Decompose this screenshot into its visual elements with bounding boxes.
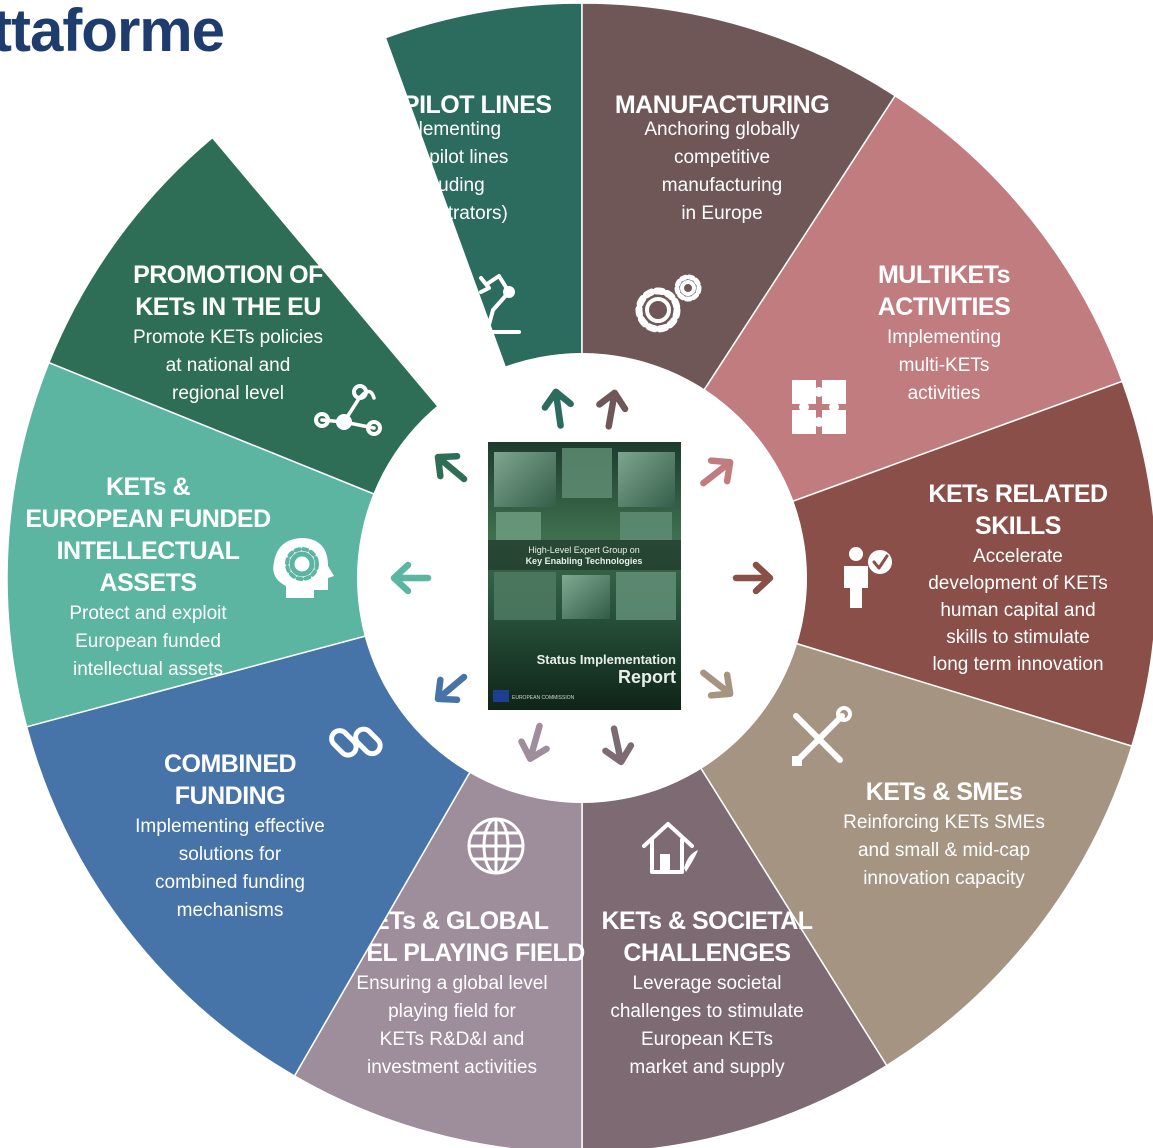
segment-societal-desc: European KETs: [641, 1029, 773, 1050]
arrow-assets-icon: [390, 561, 432, 595]
segment-skills-desc: Accelerate: [973, 546, 1063, 567]
segment-skills: KETs RELATED SKILLS Accelerate development …: [791, 380, 1153, 748]
head-gear-icon: [273, 538, 334, 598]
segment-promotion-title: PROMOTION OF: [133, 261, 323, 289]
segment-assets-title: ASSETS: [99, 569, 196, 597]
segment-promotion: PROMOTION OF KETs IN THE EU Promote KETs p…: [47, 136, 440, 496]
person-check-icon: [844, 547, 892, 608]
tools-icon: [792, 706, 852, 766]
arrow-manufacturing-icon: [596, 389, 629, 430]
arrow-promotion-icon: [434, 452, 468, 483]
segment-pilot-lines-desc: Implementing: [387, 119, 501, 140]
eu-flag-icon: [493, 690, 509, 702]
segment-multikets-desc: multi-KETs: [899, 355, 990, 376]
report-subtitle-line1: High-Level Expert Group on: [528, 545, 640, 555]
segment-manufacturing-desc: competitive: [674, 147, 770, 168]
segment-promotion-title: KETs IN THE EU: [135, 293, 321, 321]
segment-manufacturing-desc: manufacturing: [662, 175, 782, 196]
arrow-funding-icon: [434, 673, 468, 704]
segment-smes-desc: and small & mid-cap: [858, 840, 1030, 861]
segment-multikets-desc: Implementing: [887, 327, 1001, 348]
segment-skills-desc: human capital and: [940, 600, 1095, 621]
gears-icon: [635, 274, 702, 333]
segment-assets-title: KETs &: [106, 473, 190, 501]
report-subtitle-line2: Key Enabling Technologies: [526, 556, 643, 566]
segment-pilot-lines-desc: KETs pilot lines: [380, 147, 509, 168]
report-title-line2: Report: [618, 667, 676, 687]
segment-funding-desc: Implementing effective: [135, 816, 325, 837]
segment-funding: COMBINED FUNDING Implementing effective sol…: [25, 635, 472, 1077]
segment-smes-desc: innovation capacity: [863, 868, 1025, 889]
page-title: ttaforme: [0, 0, 225, 64]
segment-societal-title: KETs & SOCIETAL: [601, 907, 812, 935]
segment-manufacturing-desc: Anchoring globally: [644, 119, 800, 140]
segment-smes-desc: Reinforcing KETs SMEs: [843, 812, 1045, 833]
segment-global-desc: Ensuring a global level: [356, 973, 547, 994]
segment-funding-title: COMBINED: [164, 750, 296, 778]
segment-assets-desc: European funded: [75, 631, 221, 652]
segment-pilot-lines-title: KETs PILOT LINES: [336, 91, 551, 119]
arrow-pilot-lines-icon: [541, 388, 574, 429]
segment-skills-desc: skills to stimulate: [946, 627, 1090, 648]
arrow-smes-icon: [700, 669, 734, 699]
segment-assets: KETs & EUROPEAN FUNDED INTELLECTUAL ASSETS P…: [6, 361, 376, 728]
house-leaf-icon: [642, 822, 698, 874]
segment-funding-desc: solutions for: [179, 844, 282, 865]
segment-societal-title: CHALLENGES: [623, 939, 790, 967]
chain-link-icon: [329, 726, 383, 758]
globe-icon: [467, 817, 525, 875]
segment-funding-title: FUNDING: [175, 782, 285, 810]
segment-societal-desc: market and supply: [629, 1057, 785, 1078]
segment-assets-title: EUROPEAN FUNDED: [25, 505, 270, 533]
segment-promotion-desc: regional level: [172, 383, 284, 404]
segment-assets-desc: Protect and exploit: [69, 603, 227, 624]
segment-societal-desc: Leverage societal: [633, 973, 782, 994]
segment-pilot-lines-desc: demonstrators): [380, 203, 508, 224]
segment-manufacturing-title: MANUFACTURING: [615, 91, 829, 119]
arrow-global-icon: [518, 722, 550, 762]
segment-skills-desc: long term innovation: [932, 654, 1103, 675]
segment-promotion-desc: at national and: [166, 355, 291, 376]
segment-societal: KETs & SOCIETAL CHALLENGES Leverage societ…: [581, 766, 888, 1148]
segment-assets-title: INTELLECTUAL: [57, 537, 240, 565]
segment-funding-desc: combined funding: [155, 872, 305, 893]
segment-smes-title: KETs & SMEs: [866, 778, 1023, 806]
segment-funding-desc: mechanisms: [177, 900, 284, 921]
puzzle-icon: [792, 380, 846, 434]
segment-skills-title: SKILLS: [975, 512, 1061, 540]
arrow-societal-icon: [602, 725, 635, 766]
arrow-skills-icon: [732, 561, 774, 595]
segment-multikets-title: MULTIKETs: [878, 261, 1010, 289]
segment-global-desc: playing field for: [388, 1001, 516, 1022]
segment-multikets-desc: activities: [908, 383, 981, 404]
robot-arm-icon: [477, 274, 521, 334]
segment-promotion-desc: Promote KETs policies: [133, 327, 323, 348]
report-title-line1: Status Implementation: [537, 652, 676, 667]
segment-pilot-lines-desc: (including: [403, 175, 484, 196]
segment-assets-desc: intellectual assets: [73, 659, 223, 680]
network-icon: [314, 384, 382, 436]
segment-skills-desc: development of KETs: [928, 573, 1108, 594]
segment-multikets-title: ACTIVITIES: [878, 293, 1011, 321]
segment-societal-desc: challenges to stimulate: [610, 1001, 803, 1022]
report-cover: High-Level Expert Group on Key Enabling …: [488, 442, 681, 710]
segment-skills-title: KETs RELATED: [928, 480, 1107, 508]
segment-global-desc: KETs R&D&I and: [380, 1029, 525, 1050]
segment-manufacturing-desc: in Europe: [681, 203, 762, 224]
segment-global-desc: investment activities: [367, 1057, 537, 1078]
arrow-multikets-icon: [700, 457, 734, 487]
report-publisher: EUROPEAN COMMISSION: [512, 695, 575, 701]
